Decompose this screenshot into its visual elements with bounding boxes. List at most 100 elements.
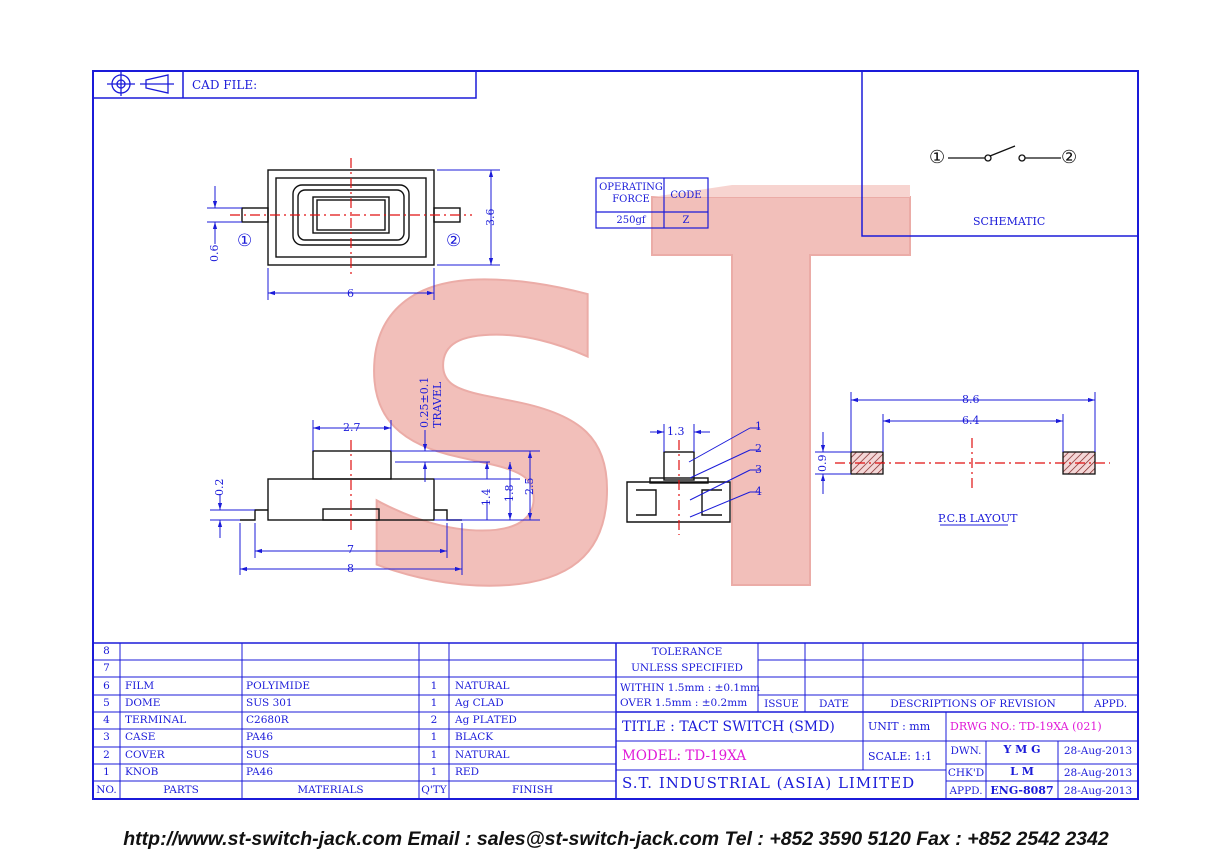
bom-finish: Ag PLATED <box>455 714 517 726</box>
bom-qty: 2 <box>430 714 438 726</box>
dim-travel-label: TRAVEL <box>431 381 444 428</box>
chkd-label: CHK'D <box>947 767 985 779</box>
dim-top-pin: 0.6 <box>208 244 221 263</box>
bom-part: CASE <box>125 731 156 743</box>
bom-finish: BLACK <box>455 731 494 743</box>
dim-travel: 0.25±0.1 <box>418 376 431 428</box>
dwn-label: DWN. <box>950 745 982 757</box>
force-value: 250gf <box>616 215 646 226</box>
bom-qty: 1 <box>430 697 438 709</box>
force-header-line1: OPERATING <box>599 182 663 193</box>
company-name: S.T. INDUSTRIAL (ASIA) LIMITED <box>622 774 916 792</box>
schematic-pin-1: ① <box>929 147 946 168</box>
bom-header-qty: Q'TY <box>421 784 447 796</box>
bom-qty: 1 <box>430 731 438 743</box>
bom-no: 1 <box>103 766 110 778</box>
tolerance-subtitle: UNLESS SPECIFIED <box>631 662 743 674</box>
bom-part: COVER <box>125 749 165 761</box>
tolerance-title: TOLERANCE <box>651 646 723 658</box>
bom-table <box>93 642 1138 799</box>
bom-material: SUS <box>246 749 270 761</box>
chkd-value: L M <box>1010 765 1034 778</box>
drawing-title: TITLE : TACT SWITCH (SMD) <box>622 719 835 735</box>
schematic-switch-symbol <box>948 145 1061 162</box>
bom-part: KNOB <box>125 766 159 778</box>
dim-side-8: 8 <box>347 562 354 575</box>
callout-1: 1 <box>755 420 762 433</box>
revision-date: DATE <box>818 698 850 710</box>
bom-part: DOME <box>125 697 161 709</box>
operating-force-table <box>595 177 709 229</box>
dim-pcb-86: 8.6 <box>962 393 980 406</box>
force-header: OPERATING FORCE <box>598 182 664 206</box>
section-view <box>626 451 731 523</box>
schematic-pin-2: ② <box>1061 147 1078 168</box>
dim-side-14: 1.4 <box>480 488 493 507</box>
bom-no: 2 <box>103 749 110 761</box>
bom-qty: 1 <box>430 766 438 778</box>
revision-title-block <box>616 643 1138 799</box>
schematic-label: SCHEMATIC <box>973 215 1046 228</box>
dim-side-7: 7 <box>347 543 354 556</box>
bom-header-no: NO. <box>96 784 117 796</box>
st-watermark: S <box>344 185 911 677</box>
dwn-date: 28-Aug-2013 <box>1063 745 1133 757</box>
dim-top-height: 3.6 <box>484 208 497 227</box>
dim-pcb-09: 0.9 <box>816 454 829 473</box>
bom-header-finish: FINISH <box>511 784 554 796</box>
bom-no: 5 <box>103 697 110 709</box>
bom-material: PA46 <box>246 731 274 743</box>
bom-no: 4 <box>103 714 110 726</box>
bom-part: FILM <box>125 680 155 692</box>
bom-no: 8 <box>103 645 110 657</box>
bom-finish: RED <box>455 766 479 778</box>
pin-1-label: ① <box>237 231 253 251</box>
bom-header-parts: PARTS <box>163 784 199 796</box>
bom-no: 7 <box>103 662 110 674</box>
tolerance-within: WITHIN 1.5mm : ±0.1mm <box>620 682 761 694</box>
bom-material: SUS 301 <box>246 697 293 709</box>
bom-qty: 1 <box>430 680 438 692</box>
bom-header-materials: MATERIALS <box>297 784 364 796</box>
contact-footer: http://www.st-switch-jack.com Email : sa… <box>123 828 1109 850</box>
bom-material: C2680R <box>246 714 289 726</box>
dwn-value: Y M G <box>1003 743 1041 756</box>
svg-text:S: S <box>345 204 637 676</box>
bom-material: PA46 <box>246 766 274 778</box>
appd-value: ENG-8087 <box>990 784 1054 797</box>
appd-label: APPD. <box>949 785 983 797</box>
cad-file-label: CAD FILE: <box>192 78 258 92</box>
revision-description: DESCRIPTIONS OF REVISION <box>890 698 1056 710</box>
code-header: CODE <box>670 190 702 201</box>
revision-issue: ISSUE <box>764 698 799 710</box>
dim-top-width: 6 <box>347 287 354 300</box>
dim-side-25: 2.5 <box>523 477 536 496</box>
callout-4: 4 <box>755 485 762 498</box>
chkd-date: 28-Aug-2013 <box>1063 767 1133 779</box>
bom-finish: NATURAL <box>455 680 510 692</box>
dim-knob-width: 2.7 <box>343 421 361 434</box>
bom-no: 3 <box>103 731 110 743</box>
unit-label: UNIT : mm <box>868 720 931 733</box>
revision-appd: APPD. <box>1093 698 1128 710</box>
pin-2-label: ② <box>446 231 462 251</box>
code-value: Z <box>682 215 690 226</box>
bom-finish: Ag CLAD <box>455 697 504 709</box>
dim-section-13: 1.3 <box>667 425 685 438</box>
appd-date: 28-Aug-2013 <box>1063 785 1133 797</box>
callout-3: 3 <box>755 463 762 476</box>
force-header-line2: FORCE <box>612 194 650 205</box>
dim-pcb-64: 6.4 <box>962 414 980 427</box>
callout-2: 2 <box>755 442 762 455</box>
model-label: MODEL: TD-19XA <box>622 748 747 764</box>
drawing-number: DRWG NO.: TD-19XA (021) <box>950 720 1102 733</box>
dim-side-02: 0.2 <box>213 478 226 497</box>
pcb-layout-label: P.C.B LAYOUT <box>938 512 1018 525</box>
dim-side-18: 1.8 <box>503 484 516 503</box>
bom-qty: 1 <box>430 749 438 761</box>
scale-label: SCALE: 1:1 <box>868 750 933 763</box>
projection-symbol-icon <box>107 72 174 96</box>
tolerance-over: OVER 1.5mm : ±0.2mm <box>620 697 748 709</box>
bom-finish: NATURAL <box>455 749 510 761</box>
